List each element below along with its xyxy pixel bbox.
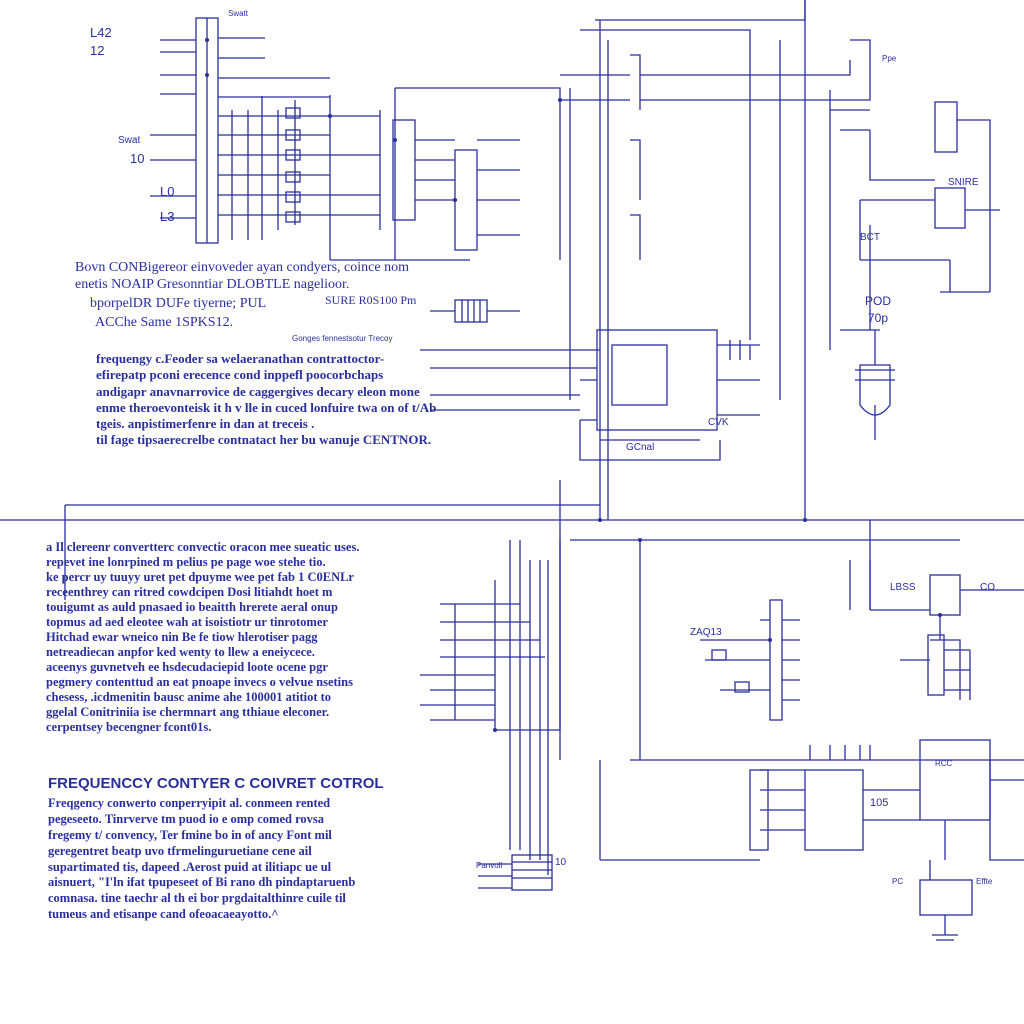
text-line: efirepatp pconi erecence cond inppefl po… [96,367,384,383]
label-12: 12 [90,43,105,58]
label-10-bottom: 10 [555,857,567,868]
label-cvk: CVK [708,417,729,428]
text-line: pegeseeto. Tinrverve tm puod io e omp co… [48,811,325,826]
text-line: netreadiecan anpfor ked wenty to llew a … [46,645,315,659]
label-swat: Swat [118,135,141,146]
text-line: til fage tipsaerecrelbe contnatact her b… [96,432,432,448]
label-co: CO [980,582,995,593]
text-line: comnasa. tine taechr al th ei bor prgdai… [48,891,346,906]
description-block-3: Freqgency conwerto conperryipit al. conm… [48,796,355,923]
text-line: tgeis. anpistimerfenre in dan at treceis… [96,416,315,431]
label-pc: PC [892,877,904,886]
label-105: 105 [870,797,889,809]
label-70p: 70p [868,311,889,325]
label-effte: Effte [976,877,993,886]
text-line: aisnuert, "I'ln ifat tpupeseet of Bi ran… [48,875,356,890]
text-line: tumeus and etisanpe cand ofeoacaeayotto.… [48,907,279,922]
label-panvoll: Panvoll [476,861,503,870]
description-block-2: a Il clereenr convertterc convectic orac… [46,540,359,735]
label-l0: L0 [160,184,175,199]
label-l42: L42 [90,25,112,40]
title-line-2: enetis NOAIP Gresonntiar DLOBTLE nagelio… [75,277,350,292]
text-line: fregemy t/ convency, Ter fmine bo in of … [48,827,332,842]
text-line: topmus ad aed eleotee wah at isoistiotr … [46,615,328,629]
section-heading: FREQUENCCY CONTYER C COIVRET COTROL [48,775,384,792]
text-line: ke percr uy tuuyy uret pet dpuyme wee pe… [46,570,354,584]
label-bct: BCT [860,232,880,243]
text-line: ggelal Conitriniia ise chermnart ang tth… [46,705,330,719]
label-ppe: Ppe [882,54,897,63]
label-pod: POD [865,294,892,308]
label-lbss: LBSS [890,582,916,593]
label-gcnal: GCnal [626,442,655,453]
text-line: supartimated tis, dapeed .Aerost puid at… [48,859,332,874]
label-swatt: Swatt [228,9,249,18]
text-line: andigapr anavnarrovice de caggergives de… [96,383,420,399]
text-line: aceenys guvnetveh ee hsdecudaciepid loot… [46,660,328,674]
text-line: a Il clereenr convertterc convectic orac… [46,540,360,554]
title-line-4: ACChe Same 1SPKS12. [95,315,234,330]
text-line: geregentret beatp uvo tfrmelinguruetiane… [48,843,312,858]
description-block-1: frequengy c.Feoder sa welaeranathan cont… [96,351,436,449]
text-line: enme theroevonteisk it h v lle in cuced … [96,399,437,415]
text-line: cerpentsey becengner fcont01s. [46,720,212,734]
label-rcc: RCC [935,759,953,768]
text-line: Hitchad ewar wneico nin Be fe tiow hlero… [46,630,318,644]
title-line-1: Bovn CONBigereor einvoveder ayan condyer… [75,260,409,275]
text-line: repevet ine lonrpined m pelius pe page w… [46,555,326,569]
caption-small: Gonges fennestsotur Trecoy [292,334,393,343]
text-line: pegmery contenttud an eat pnoape invecs … [46,675,353,689]
label-zaq13: ZAQ13 [690,627,722,638]
text-line: receenthrey can ritred cowdcipen Dosi li… [46,585,333,599]
label-l3: L3 [160,209,175,224]
text-line: Freqgency conwerto conperryipit al. conm… [48,796,331,810]
ref-label: SURE R0S100 Pm [325,293,417,307]
label-snire: SNIRE [948,177,979,188]
text-line: touigumt as auld pnasaed io beaitth hrer… [46,600,338,614]
title-line-3: bporpelDR DUFe tiyerne; PUL [90,296,267,311]
label-10: 10 [130,151,145,166]
text-line: frequengy c.Feoder sa welaeranathan cont… [96,351,385,366]
text-line: chesess, .icdmenitin bausc anime ahe 100… [46,690,332,704]
